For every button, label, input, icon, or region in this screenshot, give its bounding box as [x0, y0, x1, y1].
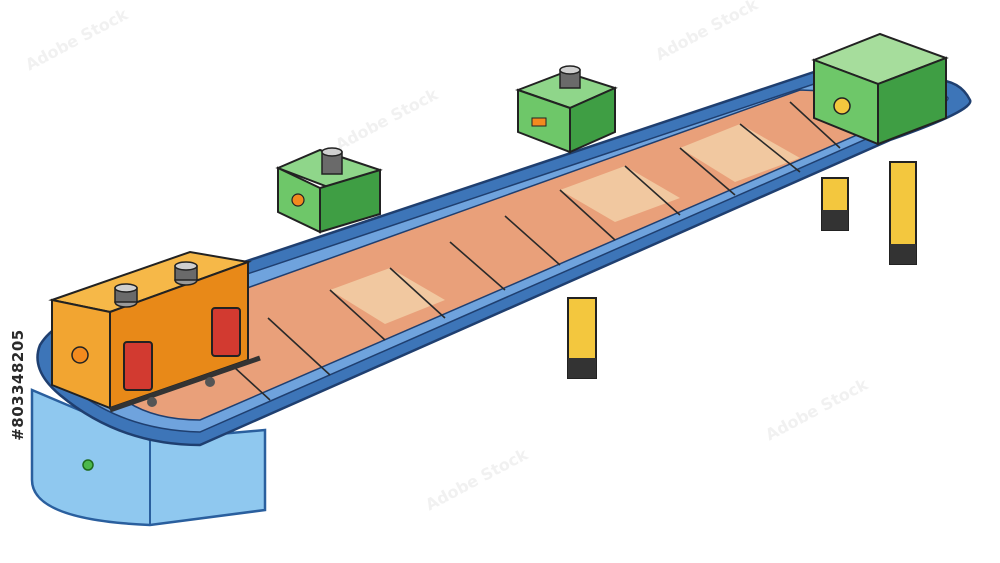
base-housing — [30, 388, 267, 527]
small-crate-icon — [275, 147, 383, 234]
small-crate-icon — [515, 65, 618, 154]
stock-id-text: #803348205 — [9, 329, 28, 441]
support-leg-icon — [821, 177, 849, 231]
large-crate-icon — [811, 32, 949, 146]
support-leg-icon — [567, 297, 597, 379]
status-light-icon — [82, 459, 94, 471]
machine-unit-icon — [48, 250, 261, 413]
support-leg-icon — [889, 161, 917, 265]
stock-id-label: #803348205 — [6, 320, 30, 450]
